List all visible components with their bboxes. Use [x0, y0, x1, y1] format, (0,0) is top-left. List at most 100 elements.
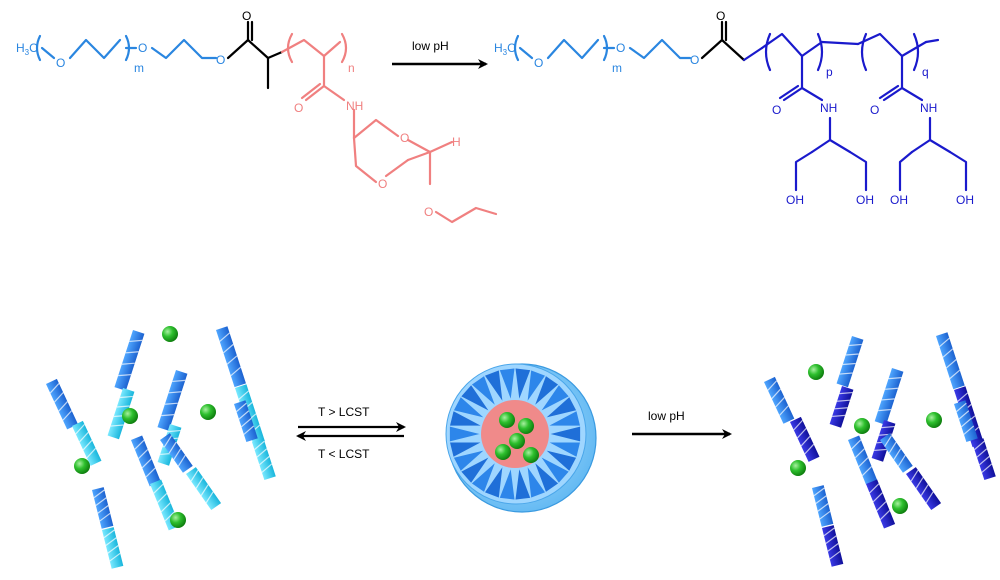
hydroxyl-label: OH [956, 193, 974, 207]
corona-chain [460, 383, 490, 412]
amide-oxygen: O [772, 103, 781, 117]
repeat-q-label: q [922, 65, 929, 79]
drug-molecule [523, 447, 539, 463]
polymer-chain [186, 467, 222, 511]
corona-chain [514, 367, 532, 401]
polymer-chain [866, 479, 896, 529]
amide-nh: NH [346, 99, 363, 113]
hydroxyl-label: OH [890, 193, 908, 207]
peg-oxygen: O [138, 41, 147, 55]
drug-molecule [790, 460, 806, 476]
corona-chain [540, 383, 570, 412]
corona-chain [460, 456, 490, 485]
product-structure: H3C O m O O O [494, 9, 974, 207]
reverse-arrow-label: T < LCST [318, 447, 370, 461]
corona-chain [526, 465, 547, 499]
micelle-corona [448, 367, 582, 501]
peg-oxygen: O [616, 41, 625, 55]
drug-molecule [162, 326, 178, 342]
corona-chain [526, 369, 547, 403]
repeat-n-label: n [348, 61, 355, 75]
corona-chain [498, 467, 516, 501]
polymer-chain [72, 420, 102, 466]
drug-molecule [926, 412, 942, 428]
corona-chain [452, 395, 486, 419]
polymer-chain [880, 433, 913, 473]
repeat-m-label: m [612, 61, 622, 75]
amide-oxygen: O [294, 101, 303, 115]
polymer-chain [46, 378, 79, 430]
carbonyl-oxygen: O [242, 9, 251, 23]
polymer-chain [906, 467, 942, 511]
drug-molecule [892, 498, 908, 514]
drug-molecule [200, 404, 216, 420]
polymer-chain [764, 376, 795, 424]
ester-oxygen: O [216, 53, 225, 67]
corona-chain [498, 367, 516, 401]
drug-molecule [509, 433, 525, 449]
corona-chain [449, 425, 482, 443]
polymer-chain [252, 438, 276, 481]
release-arrow-label: low pH [648, 409, 685, 423]
corona-chain [548, 425, 581, 443]
top-reaction-arrow: low pH [392, 39, 488, 69]
corona-chain [452, 449, 486, 473]
hydroxyl-label: OH [786, 193, 804, 207]
micelle [445, 363, 597, 513]
carbonyl-oxygen: O [716, 9, 725, 23]
release-arrow: low pH [632, 409, 732, 439]
polymer-chain [790, 416, 820, 462]
drug-molecule [808, 364, 824, 380]
corona-chain [470, 374, 497, 407]
polymer-chain [216, 326, 246, 388]
polymer-chain [157, 370, 188, 431]
dioxane-oxygen: O [400, 131, 409, 145]
corona-chain [547, 441, 582, 458]
corona-chain [448, 441, 483, 458]
amide-oxygen: O [870, 103, 879, 117]
hydroxyl-label: OH [856, 193, 874, 207]
polymer-chain [936, 332, 965, 390]
corona-chain [544, 395, 578, 419]
polymer-chain [836, 336, 864, 388]
polymer-chain [812, 485, 834, 527]
amide-nh: NH [920, 101, 937, 115]
repeat-p-label: p [826, 65, 833, 79]
ethoxy-oxygen: O [424, 205, 433, 219]
repeat-m-label: m [134, 61, 144, 75]
hydrolyzed-polymer-chains [764, 332, 996, 567]
polymer-chain [114, 330, 145, 391]
polymer-chain [874, 368, 904, 425]
polymer-chain [234, 400, 258, 443]
polymer-chain [829, 386, 854, 428]
encapsulated-drug-molecules [495, 412, 539, 463]
corona-chain [448, 410, 483, 427]
forward-arrow-label: T > LCST [318, 405, 370, 419]
corona-chain [533, 461, 560, 494]
polymer-chain [954, 400, 978, 443]
drug-molecule [74, 458, 90, 474]
drug-molecule [495, 444, 511, 460]
polymer-chain [102, 527, 124, 569]
polymer-chain [131, 435, 161, 487]
free-drug-molecules [74, 326, 216, 528]
polymer-chain [848, 435, 878, 485]
dioxane-oxygen: O [378, 177, 387, 191]
corona-chain [533, 374, 560, 407]
amide-nh: NH [820, 101, 837, 115]
drug-molecule [170, 512, 186, 528]
polymer-chain [107, 388, 135, 440]
polymer-chain [160, 433, 193, 473]
drug-molecule [518, 418, 534, 434]
corona-chain [540, 456, 570, 485]
corona-chain [483, 465, 504, 499]
polymer-chain [822, 525, 844, 567]
corona-chain [514, 467, 532, 501]
top-arrow-label: low pH [412, 39, 449, 53]
peg-oxygen: O [56, 56, 65, 70]
peg-oxygen: O [534, 56, 543, 70]
reactant-structure: H3C O m O O O [16, 9, 498, 224]
ester-oxygen: O [690, 53, 699, 67]
h3c-label: H3C [494, 41, 516, 57]
